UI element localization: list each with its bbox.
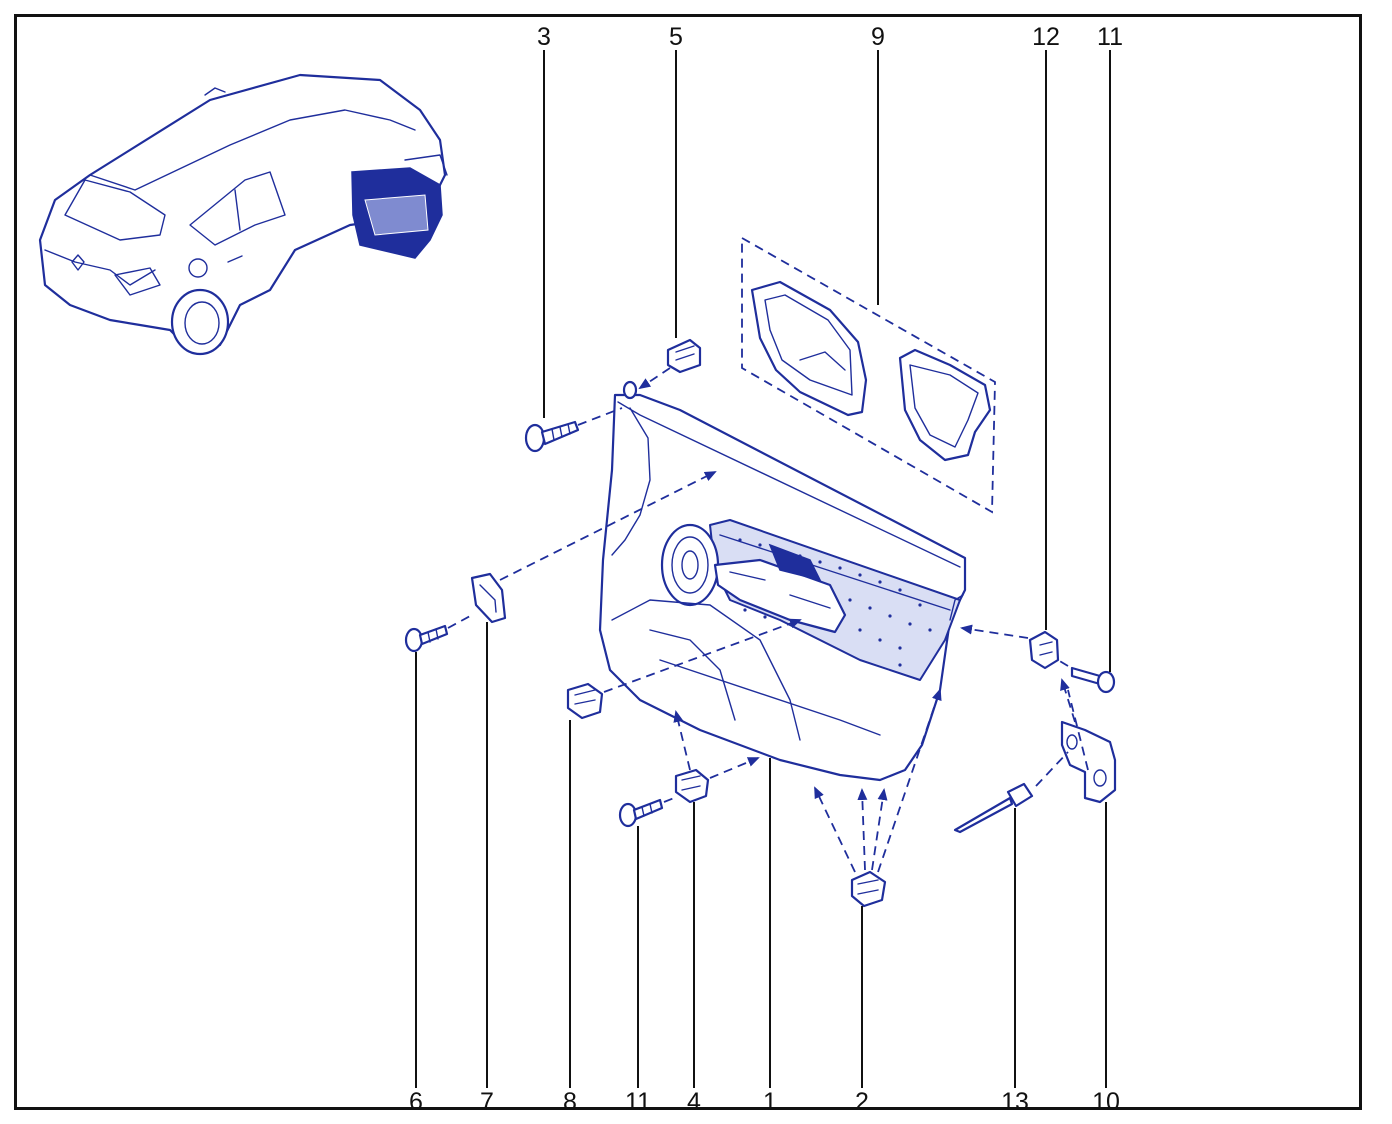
part-9-pads [741, 236, 996, 514]
label-11-top: 11 [1097, 23, 1123, 51]
panel-perforation-pattern [738, 538, 932, 667]
part-3-screw [524, 50, 580, 453]
part-11-screw-bottom [618, 797, 675, 1088]
labels-top: 3 5 9 12 11 [537, 23, 1123, 51]
part-8-clip [566, 618, 802, 1088]
label-1: 1 [763, 1088, 777, 1116]
part-1-door-trim-panel [598, 393, 967, 782]
label-5: 5 [669, 23, 683, 51]
label-13: 13 [1001, 1088, 1029, 1116]
label-2: 2 [855, 1088, 869, 1116]
label-3: 3 [537, 23, 551, 51]
car-illustration [38, 73, 448, 356]
part-2-clip [814, 688, 942, 1088]
arrow-3-to-panel [577, 407, 623, 426]
label-9: 9 [871, 23, 885, 51]
part-7-clip-bracket [470, 471, 717, 1088]
part-13-rivet [953, 751, 1069, 1088]
label-6: 6 [409, 1088, 423, 1116]
label-7: 7 [480, 1088, 494, 1116]
part-10-bracket [1060, 678, 1117, 1088]
labels-bottom: 6 7 8 11 4 1 2 13 10 [409, 1088, 1120, 1116]
label-8: 8 [563, 1088, 577, 1116]
part-12-clip [960, 50, 1060, 670]
label-11-bottom: 11 [625, 1088, 651, 1116]
part-11-screw-top [1057, 50, 1116, 694]
part-5-clip [622, 50, 702, 400]
label-4: 4 [687, 1088, 701, 1116]
part-6-screw [404, 614, 473, 1088]
label-10: 10 [1092, 1088, 1120, 1116]
label-12: 12 [1032, 23, 1060, 51]
part-4-clip [673, 710, 760, 1088]
